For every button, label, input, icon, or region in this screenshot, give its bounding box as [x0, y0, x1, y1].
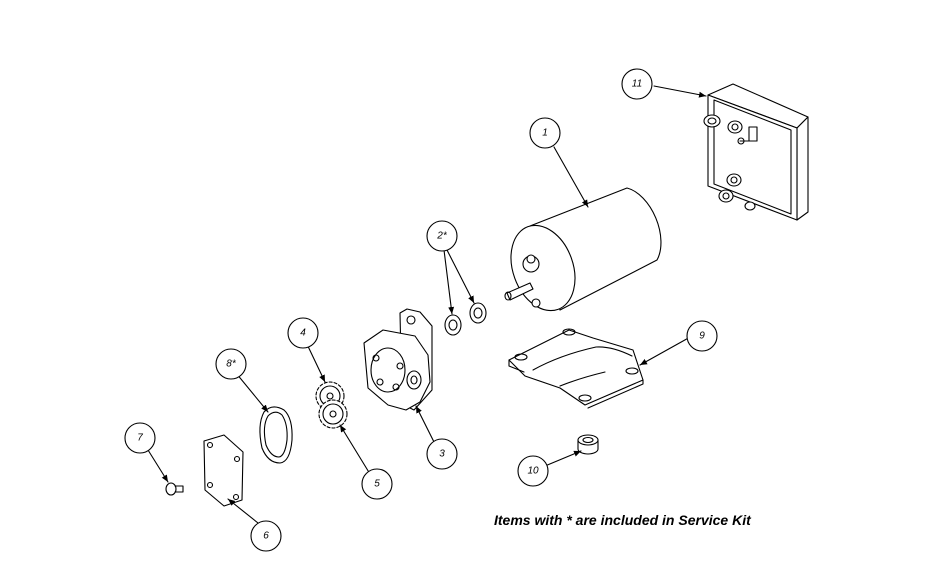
callout-7-circle: [124, 422, 156, 454]
callout-labels: 11 1 2* 3 4 5 6 7 8* 9 10: [137, 79, 705, 542]
callout-9-label: 9: [699, 331, 705, 342]
callout-5-circle: [361, 468, 393, 500]
callout-10-circle: [517, 455, 549, 487]
callout-bubbles: [124, 68, 718, 552]
part-10-grommet: [577, 434, 599, 455]
callout-4-label: 4: [300, 328, 306, 339]
part-7-screw: [165, 482, 184, 496]
callout-11-circle: [621, 68, 653, 100]
callout-11-label: 11: [632, 79, 642, 90]
part-2-seals: [444, 302, 487, 336]
callout-1-circle: [529, 117, 561, 149]
callout-7-label: 7: [137, 433, 143, 444]
callout-3-circle: [426, 438, 458, 470]
part-11-control-box: [703, 83, 809, 221]
leader-lines: [147, 85, 707, 528]
callout-8-circle: [215, 348, 247, 380]
callout-9-circle: [686, 320, 718, 352]
part-8-o-ring: [259, 406, 293, 464]
callout-10-label: 10: [527, 466, 539, 477]
callout-2-label: 2*: [436, 231, 448, 242]
callout-6-circle: [250, 520, 282, 552]
part-3-pump-head: [363, 308, 433, 411]
callout-8-label: 8*: [226, 359, 237, 370]
callout-6-label: 6: [263, 531, 269, 542]
part-5-gear: [318, 399, 348, 429]
callout-2-circle: [426, 220, 458, 252]
part-1-motor: [504, 187, 662, 312]
callout-4-circle: [287, 317, 319, 349]
part-6-cover-plate: [203, 434, 244, 507]
callout-5-label: 5: [374, 479, 380, 490]
service-kit-note: Items with * are included in Service Kit: [494, 512, 751, 528]
callout-3-label: 3: [439, 449, 445, 460]
part-9-mounting-bracket: [508, 328, 644, 409]
callout-1-label: 1: [542, 128, 548, 139]
